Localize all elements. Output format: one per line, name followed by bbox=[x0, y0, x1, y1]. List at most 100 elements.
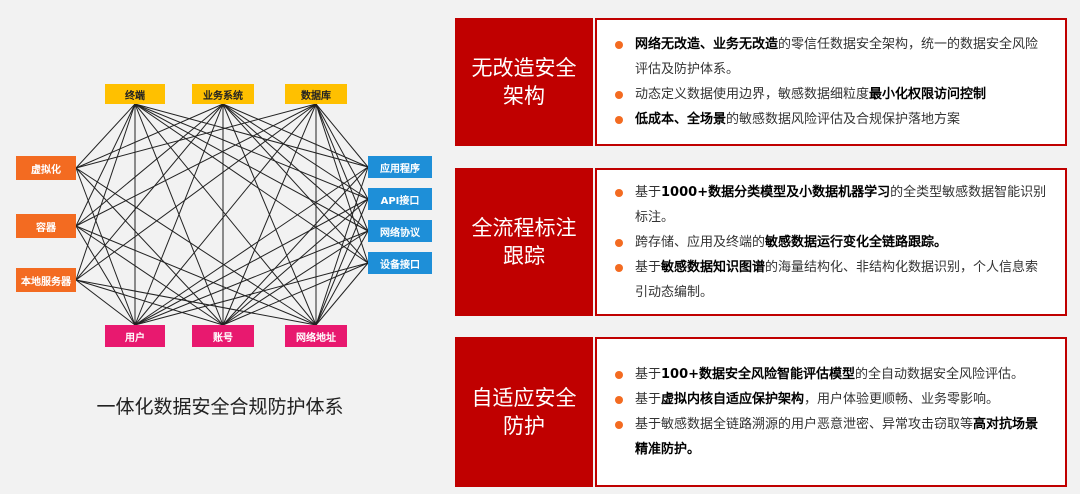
connection-line bbox=[75, 167, 224, 326]
bullet-text: 的零信任数据安全架构，统一的数据安全风险评估及防护体系。 bbox=[635, 37, 1039, 77]
connection-line bbox=[75, 103, 136, 169]
bullet-item: 基于敏感数据全链路溯源的用户恶意泄密、异常攻击窃取等高对抗场景精准防护。 bbox=[611, 412, 1051, 462]
bullet-dot-icon bbox=[615, 238, 623, 247]
section-title: 自适应安全防护 bbox=[455, 337, 593, 487]
bullet-item: 网络无改造、业务无改造的零信任数据安全架构，统一的数据安全风险评估及防护体系。 bbox=[611, 32, 1051, 82]
bullet-emphasis: 敏感数据运行变化全链路跟踪。 bbox=[765, 234, 948, 250]
connection-line bbox=[222, 103, 317, 326]
connection-line bbox=[134, 198, 369, 326]
connection-line bbox=[75, 103, 317, 227]
connection-line bbox=[222, 230, 369, 326]
connection-line bbox=[75, 279, 317, 326]
connection-line bbox=[315, 230, 369, 326]
diagram-caption: 一体化数据安全合规防护体系 bbox=[96, 396, 344, 418]
bullet-item: 基于虚拟内核自适应保护架构，用户体验更顺畅、业务零影响。 bbox=[611, 387, 1051, 412]
connection-line bbox=[75, 279, 136, 326]
bullet-text: 的全自动数据安全风险评估。 bbox=[855, 367, 1025, 382]
section-body: 网络无改造、业务无改造的零信任数据安全架构，统一的数据安全风险评估及防护体系。动… bbox=[595, 18, 1067, 146]
bullet-item: 基于1000+数据分类模型及小数据机器学习的全类型敏感数据智能识别标注。 bbox=[611, 180, 1051, 230]
node-container: 容器 bbox=[16, 214, 76, 238]
node-virtualization: 虚拟化 bbox=[16, 156, 76, 180]
connection-line bbox=[75, 225, 317, 326]
bullet-item: 跨存储、应用及终端的敏感数据运行变化全链路跟踪。 bbox=[611, 230, 1051, 255]
node-terminal: 终端 bbox=[105, 84, 165, 104]
node-api: API接口 bbox=[368, 188, 432, 210]
bullet-text: 基于 bbox=[635, 259, 662, 275]
connection-line bbox=[75, 167, 317, 326]
node-application: 应用程序 bbox=[368, 156, 432, 178]
connection-line bbox=[75, 167, 136, 326]
bullet-text: 的敏感数据风险评估及合规保护落地方案 bbox=[726, 112, 961, 127]
section-title: 无改造安全架构 bbox=[455, 18, 593, 146]
bullet-emphasis: 最小化权限访问控制 bbox=[869, 87, 987, 102]
bullet-item: 动态定义数据使用边界，敏感数据细粒度最小化权限访问控制 bbox=[611, 82, 1051, 107]
bullet-dot-icon bbox=[615, 41, 623, 49]
connection-line bbox=[315, 262, 369, 326]
node-business-system: 业务系统 bbox=[192, 84, 254, 104]
connection-line bbox=[315, 166, 369, 326]
node-device-interface: 设备接口 bbox=[368, 252, 432, 274]
node-network-protocol: 网络协议 bbox=[368, 220, 432, 242]
bullet-item: 基于100+数据安全风险智能评估模型的全自动数据安全风险评估。 bbox=[611, 362, 1051, 387]
bullet-dot-icon bbox=[615, 371, 623, 379]
connection-line bbox=[222, 103, 369, 168]
bullet-emphasis: 网络无改造、业务无改造 bbox=[635, 37, 779, 52]
connection-line bbox=[75, 103, 317, 281]
node-user: 用户 bbox=[105, 325, 165, 347]
connection-line bbox=[222, 166, 369, 326]
connection-line bbox=[222, 103, 369, 232]
security-architecture-diagram: 终端 业务系统 数据库 虚拟化 容器 本地服务器 应用程序 API接口 网络协议… bbox=[0, 0, 440, 494]
connection-line bbox=[75, 103, 317, 169]
bullet-text: 基于敏感数据全链路溯源的用户恶意泄密、异常攻击窃取等 bbox=[635, 417, 974, 432]
connection-line bbox=[315, 103, 369, 264]
connection-lines bbox=[75, 103, 369, 326]
bullet-text: 的海量结构化、非结构化数据识别，个人信息索引动态编制。 bbox=[635, 259, 1039, 300]
section-title: 全流程标注跟踪 bbox=[455, 168, 593, 316]
node-account: 账号 bbox=[192, 325, 254, 347]
connection-line bbox=[75, 103, 136, 281]
section-body: 基于100+数据安全风险智能评估模型的全自动数据安全风险评估。基于虚拟内核自适应… bbox=[595, 337, 1067, 487]
section-body: 基于1000+数据分类模型及小数据机器学习的全类型敏感数据智能识别标注。跨存储、… bbox=[595, 168, 1067, 316]
connection-line bbox=[315, 103, 369, 168]
bullet-emphasis: 1000+数据分类模型及小数据机器学习 bbox=[661, 184, 891, 200]
bullet-dot-icon bbox=[615, 421, 623, 429]
bullet-dot-icon bbox=[615, 263, 623, 272]
bullet-emphasis: 100+数据安全风险智能评估模型 bbox=[661, 367, 856, 382]
connection-line bbox=[222, 198, 369, 326]
node-network-address: 网络地址 bbox=[285, 325, 347, 347]
connection-line bbox=[222, 262, 369, 326]
connection-line bbox=[134, 103, 224, 326]
connection-line bbox=[75, 103, 224, 169]
bullet-item: 基于敏感数据知识图谱的海量结构化、非结构化数据识别，个人信息索引动态编制。 bbox=[611, 255, 1051, 305]
bullet-dot-icon bbox=[615, 116, 623, 124]
connection-line bbox=[134, 103, 317, 326]
connection-line bbox=[75, 225, 136, 326]
bullet-text: 基于 bbox=[635, 392, 662, 407]
bullet-emphasis: 敏感数据知识图谱 bbox=[661, 259, 766, 275]
connection-line bbox=[75, 103, 224, 281]
bullet-text: 基于 bbox=[635, 367, 662, 382]
bullet-text: 跨存储、应用及终端的 bbox=[635, 234, 766, 250]
section-row: 自适应安全防护 基于100+数据安全风险智能评估模型的全自动数据安全风险评估。基… bbox=[455, 337, 1067, 487]
section-row: 无改造安全架构 网络无改造、业务无改造的零信任数据安全架构，统一的数据安全风险评… bbox=[455, 18, 1067, 146]
bullet-dot-icon bbox=[615, 91, 623, 99]
bullet-text: ，用户体验更顺畅、业务零影响。 bbox=[804, 392, 1000, 407]
connection-line bbox=[315, 103, 369, 200]
connection-line bbox=[75, 103, 136, 227]
bullet-emphasis: 高对抗场景精准防护。 bbox=[635, 417, 1039, 457]
section-row: 全流程标注跟踪 基于1000+数据分类模型及小数据机器学习的全类型敏感数据智能识… bbox=[455, 168, 1067, 316]
connection-line bbox=[315, 198, 369, 326]
node-local-server: 本地服务器 bbox=[16, 268, 76, 292]
bullet-text: 动态定义数据使用边界，敏感数据细粒度 bbox=[635, 87, 870, 102]
node-database: 数据库 bbox=[285, 84, 347, 104]
connection-line bbox=[134, 230, 369, 326]
bullet-text: 基于 bbox=[635, 184, 662, 200]
bullet-item: 低成本、全场景的敏感数据风险评估及合规保护落地方案 bbox=[611, 107, 1051, 132]
connection-line bbox=[315, 103, 369, 232]
bullet-emphasis: 低成本、全场景 bbox=[635, 112, 727, 127]
bullet-dot-icon bbox=[615, 188, 623, 197]
connection-line bbox=[75, 225, 224, 326]
bullet-emphasis: 虚拟内核自适应保护架构 bbox=[661, 392, 805, 407]
connection-line bbox=[75, 103, 224, 227]
bullet-dot-icon bbox=[615, 396, 623, 404]
